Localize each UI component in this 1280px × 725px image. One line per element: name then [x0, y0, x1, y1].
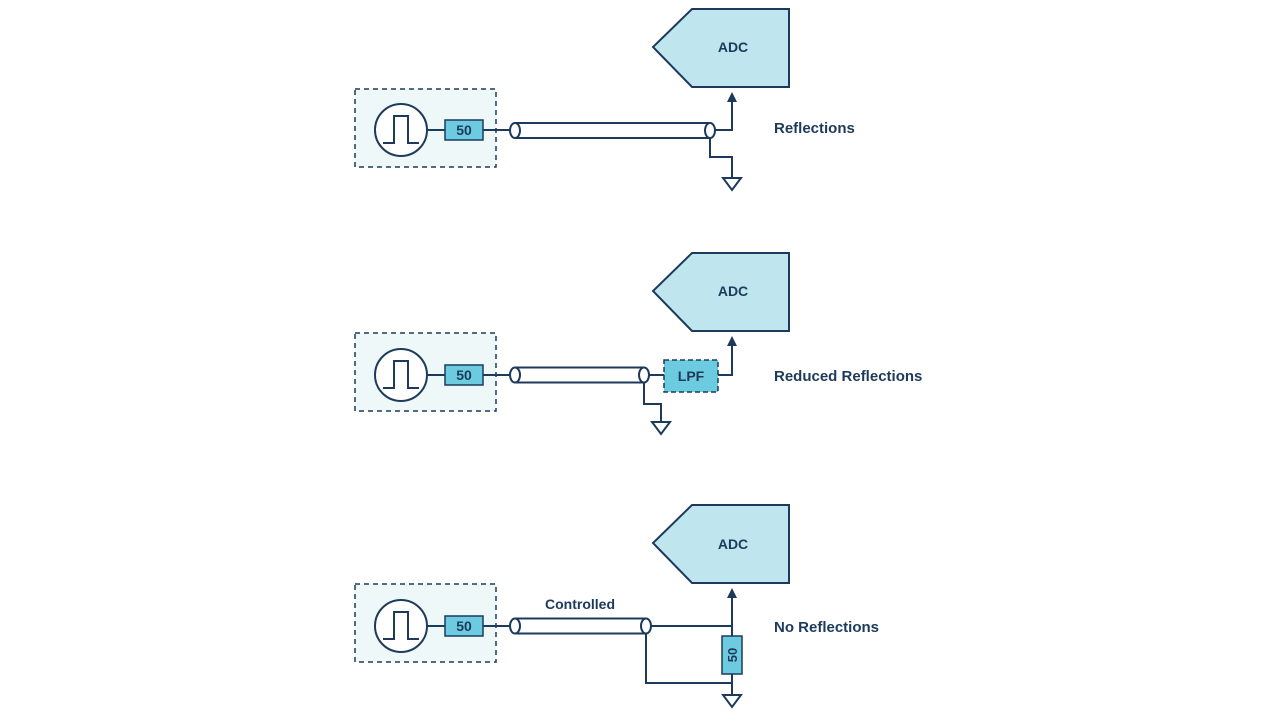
- adc-label: ADC: [718, 536, 748, 552]
- scenario-no-reflections: 50 Controlled 50 ADC No Reflections: [354, 504, 879, 709]
- ground-icon: [721, 177, 743, 192]
- result-label: Reduced Reflections: [774, 368, 922, 385]
- ground-icon: [650, 421, 672, 436]
- cable-label: Controlled: [545, 596, 615, 612]
- coax-cable: [509, 122, 716, 139]
- coax-cable: [509, 617, 652, 635]
- scenario-reflections: 50 ADC Reflections: [354, 8, 855, 192]
- adc-block: [651, 8, 790, 88]
- source-resistor-label: 50: [456, 618, 472, 634]
- pulse-waveform-icon: [383, 115, 419, 144]
- scenario-reduced-reflections: 50 LPF ADC Reduced Reflections: [354, 252, 922, 436]
- shield-ground-wire: [643, 382, 662, 422]
- result-label: Reflections: [774, 120, 855, 137]
- adc-block: [651, 504, 790, 584]
- lowpass-filter-label: LPF: [678, 368, 705, 384]
- shield-return-wire: [645, 633, 732, 684]
- signal-wire-to-adc: [651, 588, 737, 627]
- shield-ground-wire: [709, 138, 733, 178]
- pulse-generator-icon: [374, 599, 428, 653]
- signal-wire-to-adc: [715, 92, 737, 131]
- source-resistor-label: 50: [456, 367, 472, 383]
- adc-block: [651, 252, 790, 332]
- signal-wire-to-adc: [718, 336, 737, 376]
- pulse-waveform-icon: [383, 360, 419, 389]
- pulse-waveform-icon: [383, 611, 419, 640]
- pulse-generator-icon: [374, 348, 428, 402]
- ground-icon: [721, 694, 743, 709]
- lowpass-filter-block: [663, 359, 719, 393]
- source-resistor-label: 50: [456, 122, 472, 138]
- termination-resistor-label: 50: [725, 648, 740, 662]
- adc-label: ADC: [718, 39, 748, 55]
- coax-cable: [509, 366, 650, 384]
- pulse-generator-icon: [374, 103, 428, 157]
- adc-label: ADC: [718, 283, 748, 299]
- result-label: No Reflections: [774, 619, 879, 636]
